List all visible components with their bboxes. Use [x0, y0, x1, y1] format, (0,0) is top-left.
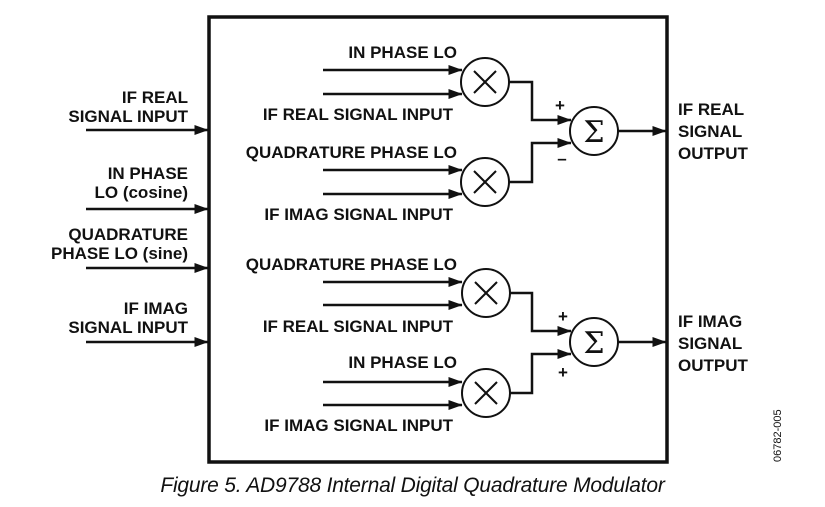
external-input-if-imag: IF IMAG SIGNAL INPUT	[68, 299, 209, 347]
external-input-label-line2: PHASE LO (sine)	[51, 244, 188, 263]
output-label-line3: OUTPUT	[678, 144, 749, 163]
external-input-label-line1: IN PHASE	[108, 164, 188, 183]
multiplier-top-input-label: IN PHASE LO	[348, 353, 457, 372]
summer-1-minus-wire	[509, 138, 572, 184]
output-label-line2: SIGNAL	[678, 334, 742, 353]
multiplier-3: QUADRATURE PHASE LO IF REAL SIGNAL INPUT	[246, 255, 511, 336]
modulator-block	[207, 15, 669, 464]
output-label-line1: IF REAL	[678, 100, 744, 119]
multiply-circle-icon	[461, 368, 511, 418]
external-input-label-line2: LO (cosine)	[94, 183, 188, 202]
summer-1-plus-wire	[509, 80, 572, 125]
document-id: 06782-005	[772, 409, 784, 462]
summer-2: + + Σ	[558, 307, 667, 382]
sigma-symbol: Σ	[583, 326, 604, 361]
multiplier-top-input-label: QUADRATURE PHASE LO	[246, 255, 457, 274]
summer-2-plus-wire	[510, 291, 572, 336]
external-input-label-line2: SIGNAL INPUT	[68, 107, 188, 126]
summer-1: + – Σ	[555, 96, 667, 168]
summer-top-sign: +	[555, 96, 565, 115]
sigma-circle-icon: Σ	[569, 317, 619, 367]
multiplier-bottom-input-label: IF IMAG SIGNAL INPUT	[264, 416, 453, 435]
external-input-if-real: IF REAL SIGNAL INPUT	[68, 88, 209, 135]
multiplier-bottom-input-label: IF IMAG SIGNAL INPUT	[264, 205, 453, 224]
summer-bottom-sign: +	[558, 363, 568, 382]
multiplier-4: IN PHASE LO IF IMAG SIGNAL INPUT	[264, 353, 511, 435]
output-if-real: IF REAL SIGNAL OUTPUT	[678, 100, 749, 163]
output-label-line2: SIGNAL	[678, 122, 742, 141]
multiplier-bottom-input-label: IF REAL SIGNAL INPUT	[263, 317, 454, 336]
external-input-label-line1: IF REAL	[122, 88, 188, 107]
sigma-circle-icon: Σ	[569, 106, 619, 156]
multiplier-2: QUADRATURE PHASE LO IF IMAG SIGNAL INPUT	[246, 143, 510, 224]
external-input-label-line2: SIGNAL INPUT	[68, 318, 188, 337]
external-input-in-phase-lo: IN PHASE LO (cosine)	[86, 164, 209, 214]
output-label-line1: IF IMAG	[678, 312, 742, 331]
summer-top-sign: +	[558, 307, 568, 326]
multiplier-1: IN PHASE LO IF REAL SIGNAL INPUT	[263, 43, 510, 124]
external-input-label-line1: QUADRATURE	[68, 225, 188, 244]
multiplier-top-input-label: IN PHASE LO	[348, 43, 457, 62]
external-input-label-line1: IF IMAG	[124, 299, 188, 318]
summer-2-plus-wire-lower	[510, 349, 572, 395]
sigma-symbol: Σ	[583, 115, 604, 150]
quadrature-modulator-diagram: IF REAL SIGNAL INPUT IN PHASE LO (cosine…	[51, 15, 784, 464]
figure-caption: Figure 5. AD9788 Internal Digital Quadra…	[160, 474, 665, 497]
external-input-quadrature-phase-lo: QUADRATURE PHASE LO (sine)	[51, 225, 209, 273]
output-if-imag: IF IMAG SIGNAL OUTPUT	[678, 312, 749, 375]
multiply-circle-icon	[460, 157, 510, 207]
multiply-circle-icon	[460, 57, 510, 107]
multiplier-bottom-input-label: IF REAL SIGNAL INPUT	[263, 105, 454, 124]
output-label-line3: OUTPUT	[678, 356, 749, 375]
multiplier-top-input-label: QUADRATURE PHASE LO	[246, 143, 457, 162]
multiply-circle-icon	[461, 268, 511, 318]
summer-bottom-sign: –	[557, 149, 566, 168]
